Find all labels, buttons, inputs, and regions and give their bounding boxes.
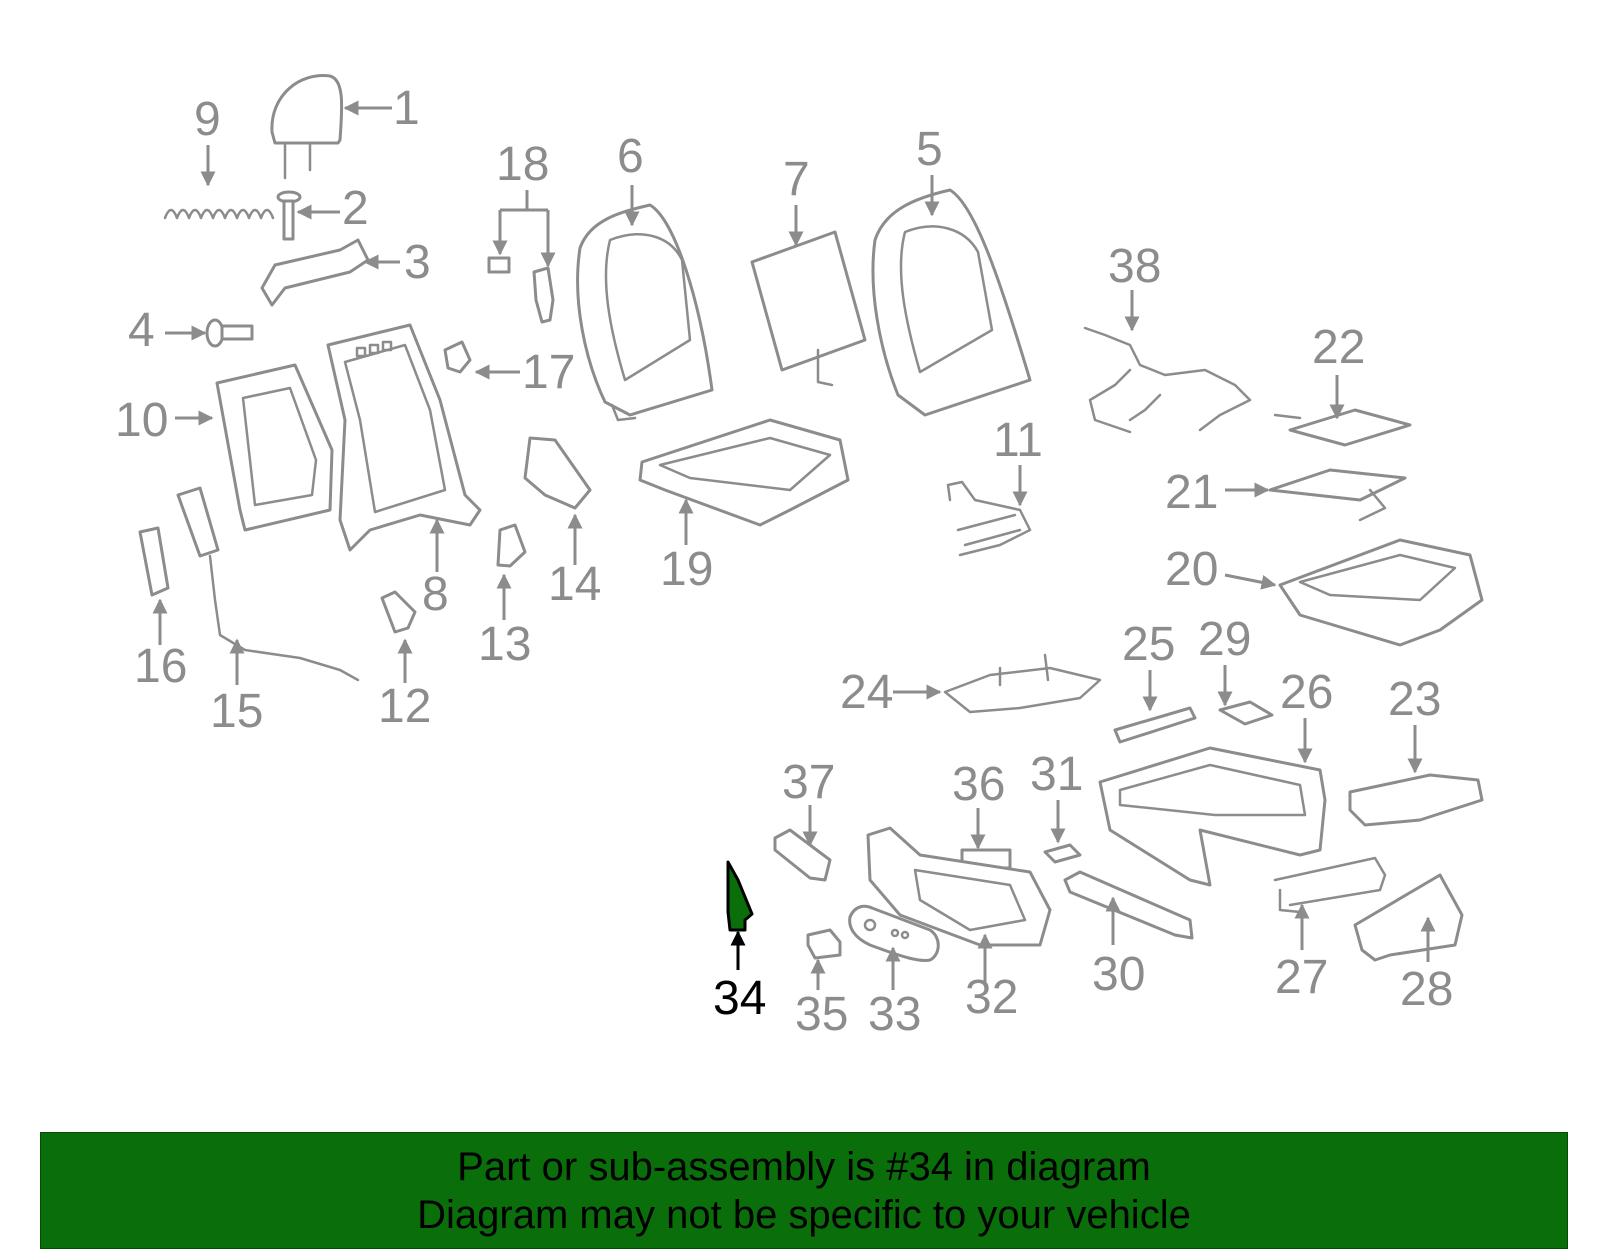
part-35-knob <box>806 928 842 960</box>
callout-23: 23 <box>1388 673 1441 726</box>
part-7-pad <box>750 230 867 387</box>
part-23-cover <box>1348 773 1484 827</box>
part-25-rod <box>1113 706 1197 744</box>
part-8-frame <box>326 323 482 552</box>
part-37-handle <box>773 828 832 882</box>
part-15-harness <box>176 486 360 682</box>
callout-37: 37 <box>782 756 835 809</box>
callout-13: 13 <box>478 618 531 671</box>
part-20-cushion <box>1278 538 1484 647</box>
part-31-clip <box>1043 843 1082 864</box>
part-1-headrest <box>270 74 344 180</box>
part-18-parts <box>487 256 555 324</box>
callout-36: 36 <box>952 758 1005 811</box>
callout-20: 20 <box>1165 543 1218 596</box>
part-32-side-shield <box>866 826 1052 947</box>
part-22-pad <box>1273 408 1412 447</box>
part-24-mat <box>943 653 1102 714</box>
callout-25: 25 <box>1122 618 1175 671</box>
part-16-airbag <box>138 526 170 597</box>
part-29-clip <box>1218 700 1274 726</box>
part-2-guide <box>276 190 302 241</box>
part-5-back-cover <box>871 188 1032 417</box>
part-9-spring <box>163 208 275 220</box>
callout-24: 24 <box>840 666 893 719</box>
part-34-highlighted <box>726 860 754 932</box>
callout-numbers: 1 2 3 4 5 6 7 8 9 10 11 12 13 14 15 16 1… <box>115 82 1453 1041</box>
callout-38: 38 <box>1108 240 1161 293</box>
callout-18: 18 <box>496 138 549 191</box>
callout-31: 31 <box>1030 748 1083 801</box>
callout-1: 1 <box>393 82 420 135</box>
part-33-bezel <box>848 904 940 962</box>
part-11-spring <box>946 480 1032 557</box>
callout-10: 10 <box>115 394 168 447</box>
part-3-bracket <box>260 238 370 307</box>
callout-8: 8 <box>422 568 449 621</box>
leader-lines <box>152 100 1436 990</box>
callout-17: 17 <box>522 346 575 399</box>
part-12-bracket <box>380 590 417 634</box>
callout-19: 19 <box>660 543 713 596</box>
callout-22: 22 <box>1312 321 1365 374</box>
callout-33: 33 <box>868 988 921 1041</box>
callout-14: 14 <box>548 558 601 611</box>
callout-6: 6 <box>617 130 644 183</box>
callout-28: 28 <box>1400 963 1453 1016</box>
part-19-cushion-cover <box>638 418 850 527</box>
callout-2: 2 <box>342 182 369 235</box>
info-banner: Part or sub-assembly is #34 in diagram D… <box>40 1132 1568 1249</box>
part-4-bolt <box>205 318 254 348</box>
part-27-track <box>1273 856 1387 914</box>
callout-26: 26 <box>1280 666 1333 719</box>
part-10-back-panel <box>215 363 334 532</box>
part-14-bracket <box>523 436 592 510</box>
callout-9: 9 <box>194 93 221 146</box>
callout-7: 7 <box>783 153 810 206</box>
callout-16: 16 <box>134 640 187 693</box>
callout-12: 12 <box>378 680 431 733</box>
callout-34: 34 <box>713 972 766 1025</box>
part-21-heater <box>1268 468 1407 522</box>
callout-27: 27 <box>1275 951 1328 1004</box>
callout-11: 11 <box>993 414 1043 467</box>
part-6-back-cover <box>576 203 714 422</box>
callout-5: 5 <box>916 123 943 176</box>
part-30-shield <box>1063 870 1194 940</box>
part-28-trim <box>1353 873 1464 962</box>
callout-30: 30 <box>1092 948 1145 1001</box>
part-17-clip <box>443 340 472 374</box>
callout-3: 3 <box>404 236 431 289</box>
callout-32: 32 <box>965 971 1018 1024</box>
callout-15: 15 <box>210 685 263 738</box>
part-38-harness <box>1083 326 1252 434</box>
callout-4: 4 <box>128 304 155 357</box>
banner-line-part: Part or sub-assembly is #34 in diagram <box>457 1145 1151 1189</box>
banner-line-disclaimer: Diagram may not be specific to your vehi… <box>417 1193 1191 1237</box>
part-26-adjuster <box>1098 746 1327 887</box>
callout-21: 21 <box>1165 466 1218 519</box>
callout-29: 29 <box>1198 613 1251 666</box>
part-13-bracket <box>496 523 527 568</box>
callout-35: 35 <box>795 988 848 1041</box>
